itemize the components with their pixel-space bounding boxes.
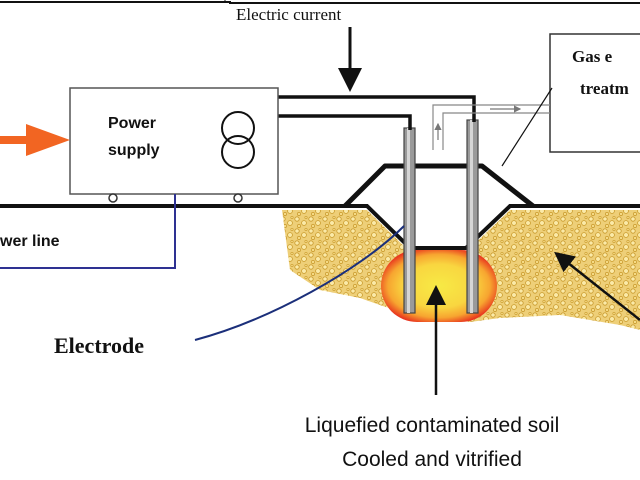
gas-treatment-label-line2: treatm	[580, 79, 629, 98]
power-line-label: wer line	[0, 233, 60, 250]
power-supply-label-line2: supply	[108, 142, 160, 159]
input-arrow	[0, 124, 70, 156]
top-wire	[0, 1, 640, 4]
off-gas-duct-inner	[442, 112, 550, 150]
power-supply-foot-right	[233, 193, 243, 203]
electric-current-label: Electric current	[236, 5, 342, 24]
melt-zone	[381, 250, 497, 322]
power-supply-box[interactable]	[69, 87, 279, 195]
off-gas-hood	[343, 163, 535, 208]
power-line-cable	[0, 194, 176, 269]
gas-box-leader	[501, 87, 553, 167]
electrode-label: Electrode	[54, 333, 144, 358]
liquefied-soil-label: Liquefied contaminated soil	[305, 414, 560, 437]
power-supply-foot-left	[108, 193, 118, 203]
gas-treatment-label-line1: Gas e	[572, 47, 613, 66]
power-cable-upper	[278, 95, 476, 122]
transformer-icon	[221, 111, 255, 169]
gas-treatment-box[interactable]	[549, 33, 640, 153]
off-gas-duct-outer	[432, 104, 550, 150]
power-cable-lower	[278, 114, 412, 130]
electrode-leader	[194, 225, 405, 341]
soil-pointer	[554, 251, 640, 321]
electrode-right-highlight	[470, 120, 473, 313]
electrode-left-highlight	[407, 128, 410, 313]
power-supply-label-line1: Power	[108, 115, 156, 132]
cooled-vitrified-label: Cooled and vitrified	[342, 448, 522, 471]
